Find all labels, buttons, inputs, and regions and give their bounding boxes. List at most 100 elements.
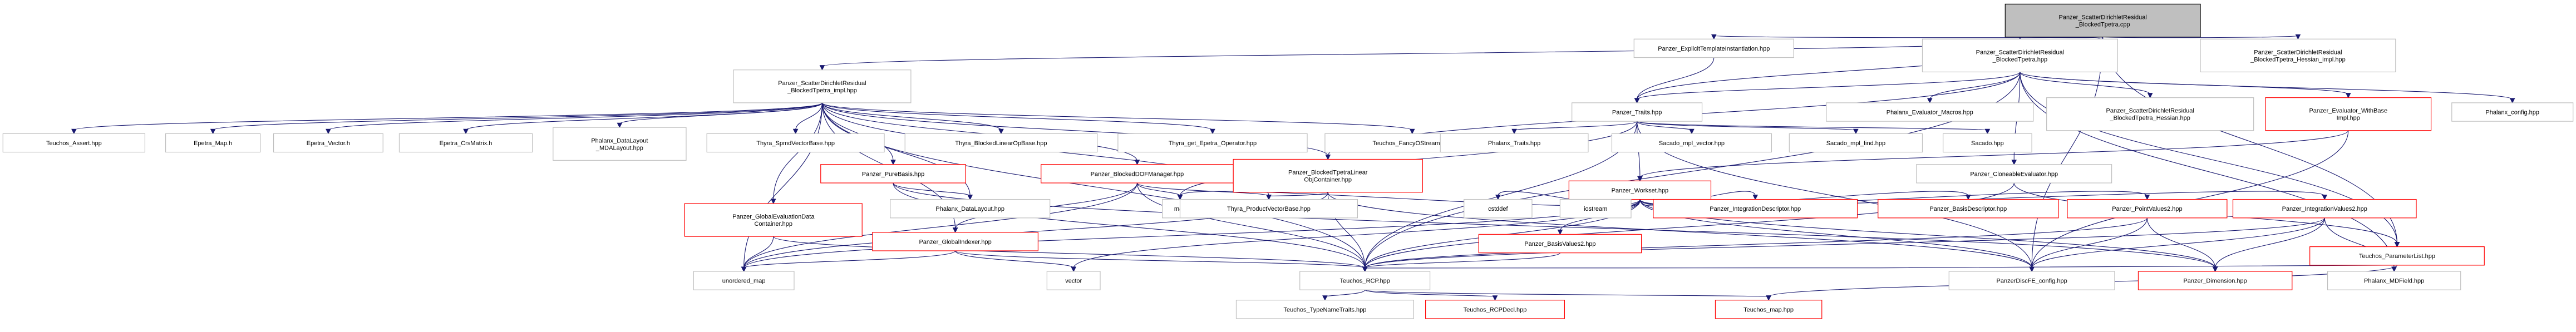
edge-gedc-to-rcp bbox=[773, 236, 1366, 269]
node-label: Panzer_Traits.hpp bbox=[1612, 109, 1662, 116]
node-rcp[interactable]: Teuchos_RCP.hpp bbox=[1299, 271, 1431, 290]
node-basisdesc[interactable]: Panzer_BasisDescriptor.hpp bbox=[1878, 199, 2059, 219]
node-phxdl[interactable]: Phalanx_DataLayout_MDALayout.hpp bbox=[553, 127, 687, 161]
node-sacmpif[interactable]: Sacado_mpl_find.hpp bbox=[1789, 133, 1923, 153]
node-gidx[interactable]: Panzer_GlobalIndexer.hpp bbox=[872, 232, 1039, 251]
node-sacado[interactable]: Sacado.hpp bbox=[1943, 133, 2032, 153]
node-box bbox=[1478, 234, 1642, 254]
node-macros[interactable]: Phalanx_Evaluator_Macros.hpp bbox=[1826, 102, 2034, 122]
edge-iv2-to-rcp bbox=[1365, 217, 2325, 269]
edge-arrowhead bbox=[741, 266, 747, 272]
node-box bbox=[1916, 164, 2112, 184]
node-workset[interactable]: Panzer_Workset.hpp bbox=[1568, 180, 1712, 200]
node-box bbox=[1653, 199, 1858, 219]
node-box bbox=[553, 127, 687, 161]
node-label: Panzer_IntegrationDescriptor.hpp bbox=[1710, 206, 1801, 212]
edge-arrowhead bbox=[1927, 98, 1933, 103]
edge-arrowhead bbox=[890, 160, 896, 165]
node-cloneable[interactable]: Panzer_CloneableEvaluator.hpp bbox=[1916, 164, 2112, 184]
edge-arrowhead bbox=[1409, 128, 1415, 135]
node-sdrbt[interactable]: Panzer_ScatterDirichletResidual_BlockedT… bbox=[1922, 38, 2118, 72]
node-thyprod[interactable]: Thyra_ProductVectorBase.hpp bbox=[1179, 199, 1358, 219]
node-purebasis[interactable]: Panzer_PureBasis.hpp bbox=[820, 164, 966, 184]
node-thyblk[interactable]: Thyra_BlockedLinearOpBase.hpp bbox=[904, 133, 1098, 153]
node-phxconfig[interactable]: Phalanx_config.hpp bbox=[2451, 102, 2574, 122]
node-label: Sacado_mpl_find.hpp bbox=[1826, 140, 1885, 147]
node-label: Thyra_SpmdVectorBase.hpp bbox=[756, 140, 835, 147]
node-thyspmd[interactable]: Thyra_SpmdVectorBase.hpp bbox=[706, 133, 885, 153]
node-box bbox=[1789, 133, 1923, 153]
node-thyget[interactable]: Thyra_get_Epetra_Operator.hpp bbox=[1117, 133, 1308, 153]
node-pv2[interactable]: Panzer_PointValues2.hpp bbox=[2067, 199, 2228, 219]
node-label: Phalanx_config.hpp bbox=[2485, 109, 2539, 116]
edge-arrowhead bbox=[1511, 128, 1517, 135]
edge-bdof-to-thyprod bbox=[1136, 182, 1269, 197]
node-label: Thyra_BlockedLinearOpBase.hpp bbox=[955, 140, 1047, 147]
node-sdrbth[interactable]: Panzer_ScatterDirichletResidual_BlockedT… bbox=[2046, 97, 2254, 131]
node-sacmpiv[interactable]: Sacado_mpl_vector.hpp bbox=[1611, 133, 1772, 153]
edge-arrowhead bbox=[998, 128, 1004, 135]
node-box bbox=[1046, 271, 1101, 290]
node-box bbox=[1235, 300, 1414, 319]
edge-arrowhead bbox=[1634, 98, 1640, 103]
edge-arrowhead bbox=[210, 128, 216, 135]
edge-arrowhead bbox=[1853, 128, 1859, 135]
node-phxdl2[interactable]: Phalanx_DataLayout.hpp bbox=[890, 199, 1051, 219]
edge-impl-to-phxdl bbox=[619, 102, 822, 125]
edge-arrowhead bbox=[1752, 195, 1759, 200]
node-btloc[interactable]: Panzer_BlockedTpetraLinearObjContainer.h… bbox=[1233, 158, 1423, 193]
edge-arrowhead bbox=[1071, 266, 1077, 272]
edge-arrowhead bbox=[967, 195, 973, 200]
node-label: Teuchos_ParameterList.hpp bbox=[2359, 253, 2435, 260]
edge-bdof-to-map bbox=[1136, 182, 1181, 197]
edge-arrowhead bbox=[1711, 34, 1717, 40]
node-label: Panzer_ExplicitTemplateInstantiation.hpp bbox=[1658, 46, 1770, 52]
node-intdesc[interactable]: Panzer_IntegrationDescriptor.hpp bbox=[1653, 199, 1858, 219]
edge-arrowhead bbox=[1966, 195, 1971, 200]
node-rcpdecl[interactable]: Teuchos_RCPDecl.hpp bbox=[1425, 300, 1565, 319]
node-box bbox=[2232, 199, 2417, 219]
node-plist[interactable]: Teuchos_ParameterList.hpp bbox=[2309, 246, 2485, 266]
node-tmap[interactable]: Teuchos_map.hpp bbox=[1715, 300, 1823, 319]
node-phxtraits[interactable]: Phalanx_Traits.hpp bbox=[1440, 133, 1589, 153]
node-evec[interactable]: Epetra_Vector.h bbox=[273, 133, 383, 153]
edge-bdof-to-umap bbox=[743, 182, 1138, 268]
node-box bbox=[1611, 133, 1772, 153]
node-label: Sacado_mpl_vector.hpp bbox=[1659, 140, 1725, 147]
edge-iv2-to-feconfig bbox=[2031, 217, 2325, 269]
node-mdfield[interactable]: Phalanx_MDField.hpp bbox=[2327, 271, 2461, 290]
node-typenametraits[interactable]: Teuchos_TypeNameTraits.hpp bbox=[1235, 300, 1414, 319]
node-box bbox=[890, 199, 1051, 219]
node-traits[interactable]: Panzer_Traits.hpp bbox=[1572, 102, 1703, 122]
node-umap[interactable]: unordered_map bbox=[693, 271, 795, 290]
edge-arrowhead bbox=[1134, 160, 1140, 165]
node-label: vector bbox=[1065, 278, 1082, 285]
edge-arrowhead bbox=[2147, 93, 2153, 98]
node-dimension[interactable]: Panzer_Dimension.hpp bbox=[2137, 271, 2293, 290]
node-bv2[interactable]: Panzer_BasisValues2.hpp bbox=[1478, 234, 1642, 254]
node-label: ObjContainer.hpp bbox=[1304, 177, 1352, 184]
node-ecrs[interactable]: Epetra_CrsMatrix.h bbox=[398, 133, 533, 153]
node-label: Teuchos_map.hpp bbox=[1743, 306, 1794, 313]
node-vector[interactable]: vector bbox=[1046, 271, 1101, 290]
node-box bbox=[1715, 300, 1823, 319]
node-label: Panzer_ScatterDirichletResidual bbox=[778, 80, 866, 87]
node-eti[interactable]: Panzer_ExplicitTemplateInstantiation.hpp bbox=[1633, 38, 1794, 58]
node-iv2[interactable]: Panzer_IntegrationValues2.hpp bbox=[2232, 199, 2417, 219]
node-bdof[interactable]: Panzer_BlockedDOFManager.hpp bbox=[1041, 164, 1234, 184]
node-cstddef[interactable]: cstddef bbox=[1464, 199, 1533, 219]
edge-impl-to-tfancy bbox=[821, 102, 1413, 131]
node-iostream[interactable]: iostream bbox=[1559, 199, 1632, 219]
edge-arrowhead bbox=[1210, 128, 1215, 135]
node-emap[interactable]: Epetra_Map.h bbox=[165, 133, 261, 153]
node-tasset[interactable]: Teuchos_Assert.hpp bbox=[2, 133, 146, 153]
node-hess[interactable]: Panzer_ScatterDirichletResidual_BlockedT… bbox=[2200, 38, 2396, 72]
edge-arrowhead bbox=[1984, 128, 1991, 135]
node-label: Epetra_CrsMatrix.h bbox=[440, 140, 492, 147]
node-impl[interactable]: Panzer_ScatterDirichletResidual_BlockedT… bbox=[733, 70, 912, 103]
node-box bbox=[1559, 199, 1632, 219]
node-feconfig[interactable]: PanzerDiscFE_config.hpp bbox=[1948, 271, 2115, 290]
node-label: Panzer_ScatterDirichletResidual bbox=[2254, 49, 2342, 56]
